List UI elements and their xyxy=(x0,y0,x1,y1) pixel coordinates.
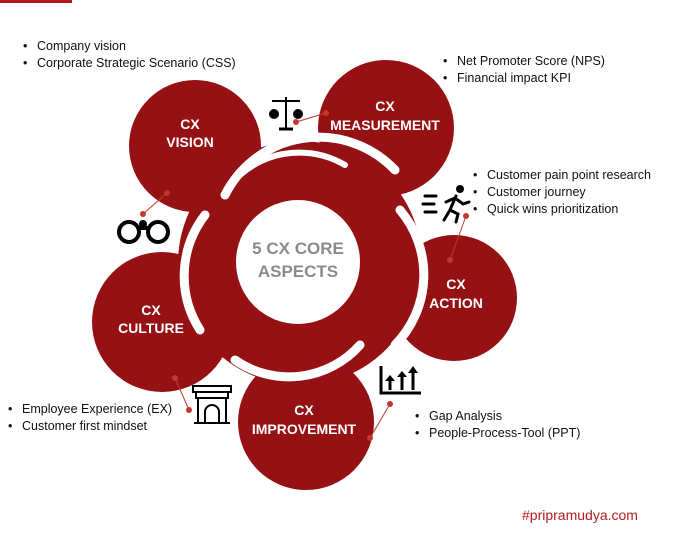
circle-improvement xyxy=(238,354,374,490)
center-circle xyxy=(236,200,360,324)
measurement-label-1: CX xyxy=(375,98,395,114)
bullet-item: Company vision xyxy=(21,38,236,55)
bullet-item: Quick wins prioritization xyxy=(471,201,651,218)
growth-chart-icon xyxy=(379,366,421,395)
hashtag-link[interactable]: #pripramudya.com xyxy=(522,507,638,523)
vision-label-2: VISION xyxy=(166,134,213,150)
vision-label-1: CX xyxy=(180,116,200,132)
bullet-item: Customer pain point research xyxy=(471,167,651,184)
bullet-item: People-Process-Tool (PPT) xyxy=(413,425,580,442)
scales-icon xyxy=(269,97,303,131)
swirl-bands xyxy=(179,132,429,382)
improvement-bullets: Gap Analysis People-Process-Tool (PPT) xyxy=(413,408,580,442)
bullet-item: Gap Analysis xyxy=(413,408,580,425)
gateway-icon xyxy=(192,385,232,424)
vision-bullets: Company vision Corporate Strategic Scena… xyxy=(21,38,236,72)
bullet-item: Employee Experience (EX) xyxy=(6,401,172,418)
bullet-item: Corporate Strategic Scenario (CSS) xyxy=(21,55,236,72)
bullet-item: Customer first mindset xyxy=(6,418,172,435)
measurement-bullets: Net Promoter Score (NPS) Financial impac… xyxy=(441,53,605,87)
measurement-label-2: MEASUREMENT xyxy=(330,117,440,133)
action-label-2: ACTION xyxy=(429,295,483,311)
improvement-label-2: IMPROVEMENT xyxy=(252,421,357,437)
action-bullets: Customer pain point research Customer jo… xyxy=(471,167,651,218)
action-label-1: CX xyxy=(446,276,466,292)
circle-vision xyxy=(129,80,261,212)
culture-bullets: Employee Experience (EX) Customer first … xyxy=(6,401,172,435)
circle-measurement xyxy=(318,60,454,196)
running-person-icon xyxy=(421,185,471,224)
culture-label-1: CX xyxy=(141,302,161,318)
improvement-label-1: CX xyxy=(294,402,314,418)
bullet-item: Customer journey xyxy=(471,184,651,201)
top-accent-bar xyxy=(0,0,72,3)
bullet-item: Financial impact KPI xyxy=(441,70,605,87)
culture-label-2: CULTURE xyxy=(118,320,184,336)
bullet-item: Net Promoter Score (NPS) xyxy=(441,53,605,70)
circle-culture xyxy=(92,252,232,392)
center-title-line2: ASPECTS xyxy=(258,262,338,281)
connector-lines xyxy=(140,110,469,441)
binoculars-icon xyxy=(117,220,170,244)
center-title-line1: 5 CX CORE xyxy=(252,239,344,258)
